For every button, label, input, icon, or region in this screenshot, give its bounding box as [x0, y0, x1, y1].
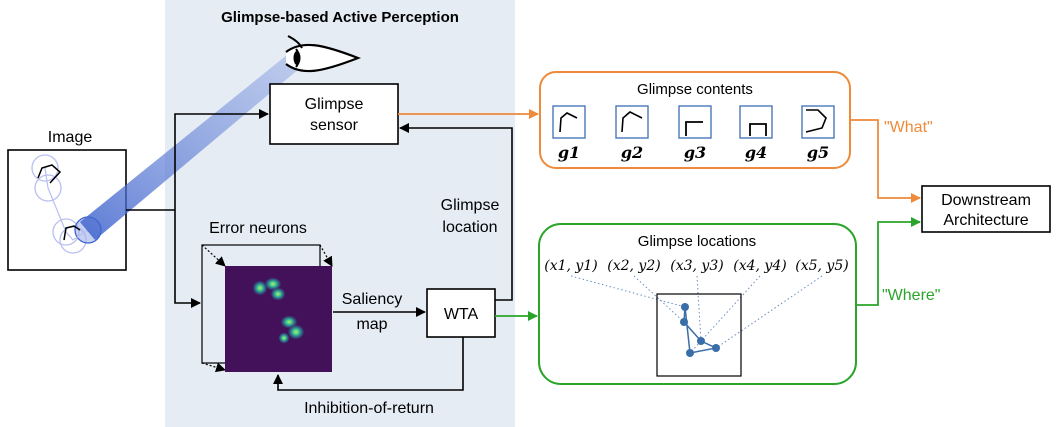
glimpse-thumbnails: [552, 105, 835, 139]
arrow-glimpse-location: [399, 123, 513, 301]
glimpse-sensor-box: [269, 83, 399, 145]
where-label: "Where": [882, 287, 940, 304]
arrow-image-to-sensor: [174, 109, 269, 210]
saliency-heatmap: [225, 266, 332, 372]
downstream-label-1: Downstream: [941, 192, 1031, 209]
location-plot-frame: [656, 293, 742, 377]
image-label: Image: [48, 129, 93, 146]
glimpse-content-label: g4: [745, 143, 767, 162]
eye-icon: [285, 35, 362, 73]
active-perception-panel: [165, 0, 515, 427]
panel-title: Glimpse-based Active Perception: [221, 9, 459, 26]
glimpse-location-label: (x3, y3): [670, 258, 723, 274]
wta-label: WTA: [444, 306, 479, 323]
arrow-where: [856, 217, 921, 306]
glimpse-locations-box: [538, 223, 857, 385]
glimpse-location-label-2: location: [442, 219, 497, 236]
location-trajectory: [680, 303, 720, 357]
glimpse-content-label: g5: [807, 143, 829, 162]
arrow-what: [850, 119, 921, 203]
location-leader-lines: [570, 275, 823, 354]
downstream-label-2: Architecture: [943, 212, 1028, 229]
inhibition-label: Inhibition-of-return: [304, 400, 434, 417]
glimpse-beam: [80, 46, 312, 240]
glimpse-location-labels: (x1, y1) (x2, y2) (x3, y3) (x4, y4) (x5,…: [544, 258, 848, 274]
arrow-inhibition-of-return: [273, 337, 464, 391]
error-neurons-connectors: [201, 244, 333, 373]
glimpse-sensor-label-1: Glimpse: [305, 96, 364, 113]
error-neurons-label: Error neurons: [209, 220, 307, 237]
glimpse-location-label: (x1, y1): [544, 258, 597, 274]
saliency-label-2: map: [356, 316, 387, 333]
arrow-image-to-error-neurons: [174, 210, 201, 308]
glimpse-sensor-label-2: sensor: [310, 117, 359, 134]
wta-box: [426, 288, 496, 338]
glimpse-content-labels: g1 g2 g3 g4 g5: [558, 143, 829, 162]
glimpse-content-label: g2: [621, 143, 643, 162]
glimpse-content-label: g1: [558, 143, 580, 162]
glimpse-location-label: (x5, y5): [795, 258, 848, 274]
what-label: "What": [884, 119, 933, 136]
glimpse-location-label: (x4, y4): [733, 258, 786, 274]
glimpse-content-label: g3: [684, 143, 706, 162]
glimpse-locations-title: Glimpse locations: [638, 233, 756, 250]
glimpse-location-label-1: Glimpse: [441, 197, 500, 214]
downstream-architecture-box: [921, 185, 1051, 233]
saliency-label-1: Saliency: [342, 291, 402, 308]
glimpse-location-label: (x2, y2): [607, 258, 660, 274]
glimpse-contents-title: Glimpse contents: [637, 81, 753, 98]
